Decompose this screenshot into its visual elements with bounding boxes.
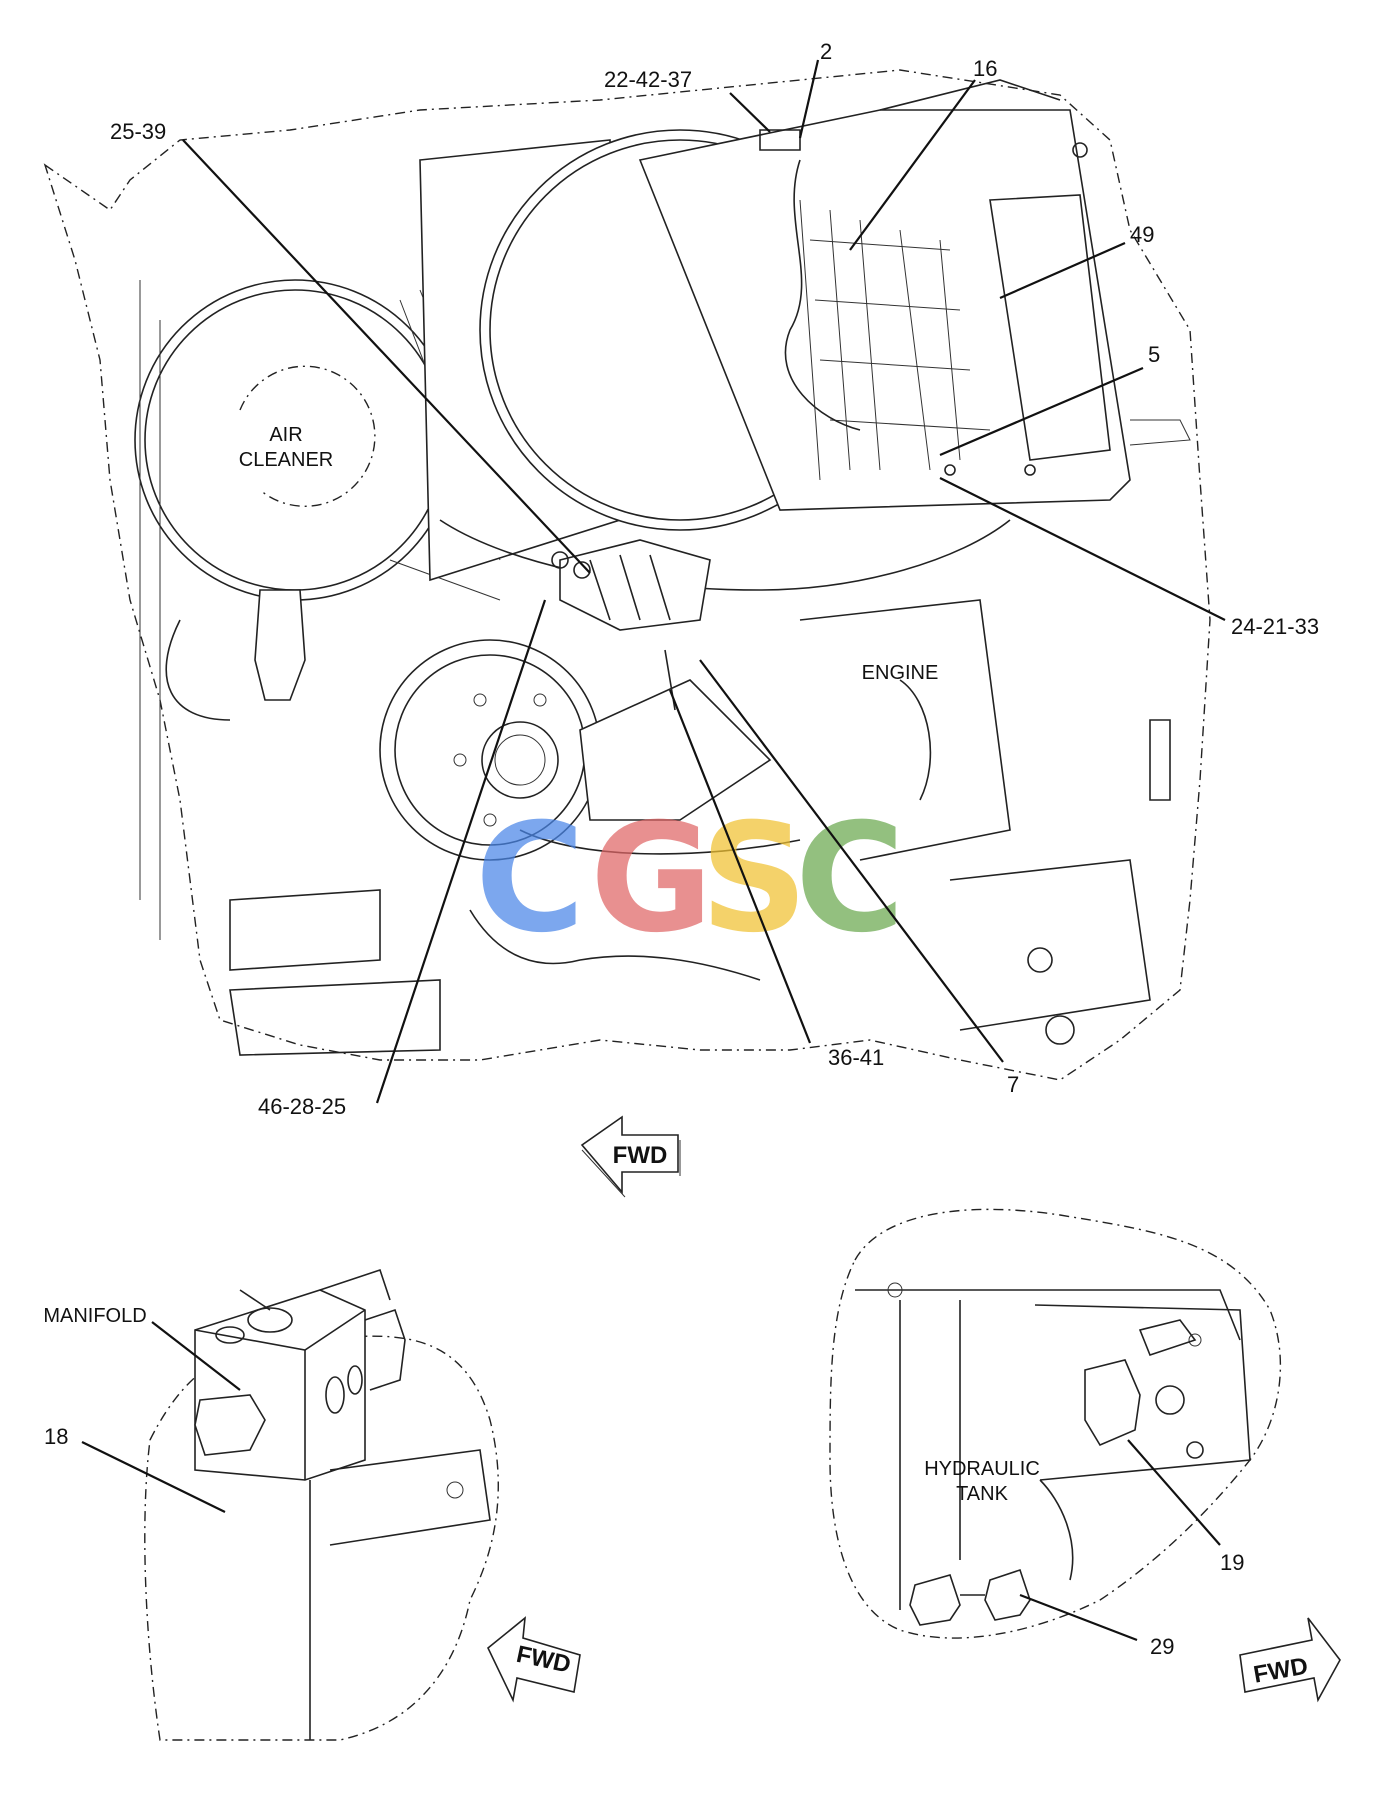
pulley-bracket — [379, 539, 801, 861]
component-labels: AIR CLEANER ENGINE MANIFOLD HYDRAULIC TA… — [43, 424, 1039, 1505]
callout-36-41: 36-41 — [828, 1045, 884, 1070]
callout-24-21-33: 24-21-33 — [1231, 614, 1319, 639]
watermark-letter-1: C — [475, 792, 585, 966]
callout-22-42-37: 22-42-37 — [604, 67, 692, 92]
callout-16: 16 — [973, 56, 997, 81]
hydraulic-tank-label-line2: TANK — [956, 1483, 1009, 1505]
callout-49: 49 — [1130, 222, 1154, 247]
manifold-label: MANIFOLD — [43, 1305, 146, 1327]
leader-7 — [699, 659, 1004, 1063]
main-view-boundary — [43, 69, 1211, 1081]
fwd-arrow-main: FWD — [580, 1115, 681, 1198]
electrical-box — [638, 79, 1191, 511]
hydraulic-tank-detail — [829, 1208, 1282, 1639]
leader-36-41 — [668, 689, 812, 1044]
callout-25-39: 25-39 — [110, 119, 166, 144]
callout-46-28-25: 46-28-25 — [258, 1094, 346, 1119]
callout-5: 5 — [1148, 342, 1160, 367]
leader-22-42-37 — [729, 92, 771, 133]
callout-7: 7 — [1007, 1072, 1019, 1097]
leader-19 — [1127, 1439, 1221, 1546]
callout-labels: 2 22-42-37 16 25-39 49 5 24-21-33 36-41 … — [44, 39, 1319, 1659]
engine-block — [139, 280, 1171, 1056]
hydraulic-tank-label-line1: HYDRAULIC — [924, 1458, 1040, 1480]
watermark-letter-3: S — [700, 792, 808, 966]
air-cleaner — [134, 279, 521, 721]
leader-24-21-33 — [939, 477, 1226, 621]
fwd-arrow-right-detail: FWD — [1239, 1617, 1341, 1703]
engine-label: ENGINE — [862, 662, 939, 684]
fwd-label-main: FWD — [613, 1142, 668, 1169]
leader-18 — [81, 1441, 226, 1513]
callout-18: 18 — [44, 1424, 68, 1449]
air-cleaner-label-line2: CLEANER — [239, 449, 333, 471]
leader-16 — [849, 79, 976, 251]
callout-2: 2 — [820, 39, 832, 64]
callout-29: 29 — [1150, 1634, 1174, 1659]
manifold-detail — [144, 1268, 499, 1741]
leader-46-28-25 — [375, 599, 547, 1104]
leader-49 — [999, 241, 1126, 300]
watermark-letter-4: C — [795, 792, 905, 966]
leader-manifold — [151, 1321, 241, 1391]
callout-19: 19 — [1220, 1550, 1244, 1575]
leader-29 — [1019, 1593, 1138, 1642]
leader-lines — [81, 59, 1226, 1642]
watermark: C G S C — [475, 792, 905, 966]
leader-5 — [939, 366, 1144, 457]
fwd-arrow-left-detail: FWD — [487, 1616, 581, 1703]
air-cleaner-label-line1: AIR — [269, 424, 302, 446]
leader-2 — [798, 59, 820, 139]
watermark-letter-2: G — [590, 792, 713, 966]
leader-25-39 — [182, 139, 591, 574]
